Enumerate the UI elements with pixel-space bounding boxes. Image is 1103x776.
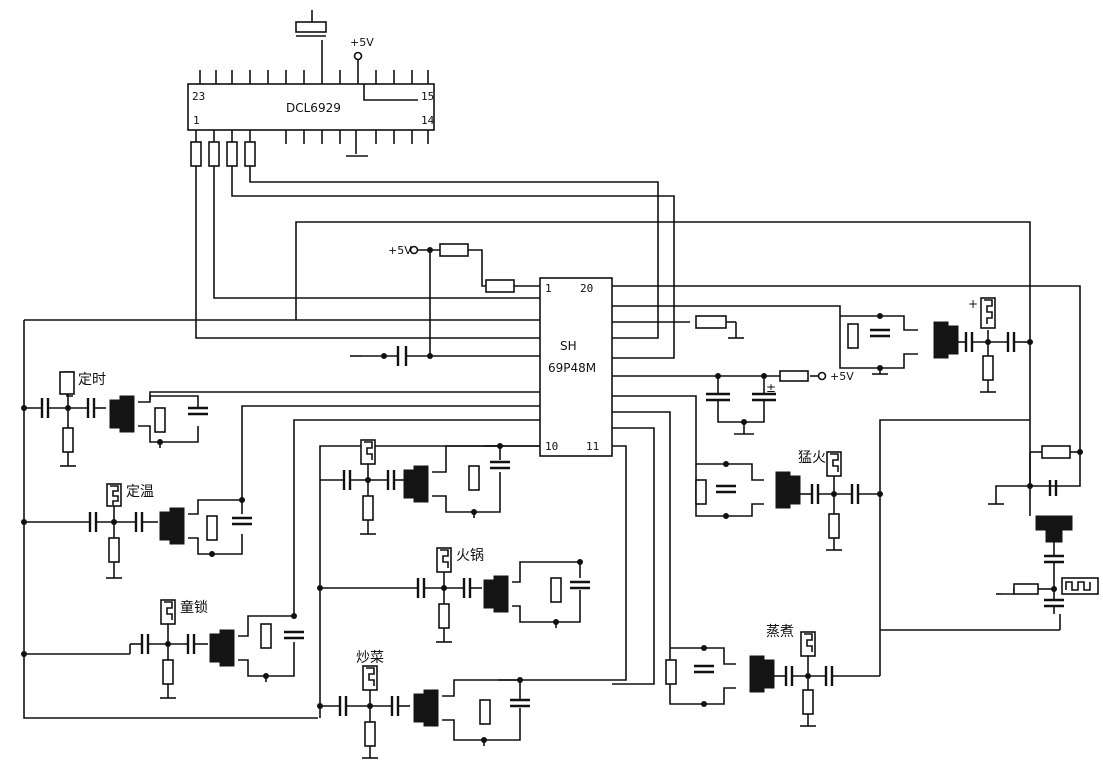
touch-channel-boost: 猛火: [695, 450, 883, 551]
dcl-pin-1: 1: [193, 114, 200, 127]
touch-channel-timing: 定时: [21, 371, 208, 467]
mcu-pin-20: 20: [580, 282, 593, 295]
dcl6929-chip: 23 1 15 14 DCL6929: [187, 70, 435, 157]
oscillator-section: [988, 445, 1099, 614]
vcc-right-network: +5V ±: [706, 370, 854, 435]
touch-channel-lock: 童锁: [21, 599, 304, 699]
touch-channel-stirfry: 炒菜: [317, 650, 530, 759]
mcu-pin-10: 10: [545, 440, 558, 453]
mcu-chip: 1 20 SH 69P48M 10 11: [539, 277, 613, 457]
label-lock: 童锁: [180, 599, 208, 616]
dcl-pin-15: 15: [421, 90, 434, 103]
vcc-left-label: +5V: [388, 244, 412, 257]
touch-channel-top-right: +: [839, 297, 1033, 393]
mcu-side-components: [695, 315, 727, 329]
touch-channel-center: [320, 439, 510, 535]
label-hotpot: 火锅: [456, 548, 484, 564]
label-temp: 定温: [126, 484, 154, 500]
crystal-component: [295, 10, 327, 84]
label-timing: 定时: [78, 372, 106, 388]
touch-channel-hotpot: 火锅: [317, 547, 590, 643]
touch-channel-temp: 定温: [21, 483, 252, 579]
vcc-right-label: +5V: [830, 370, 854, 383]
probe-plus-mark: +: [968, 297, 978, 311]
dcl-pin-23: 23: [192, 90, 205, 103]
mcu-name-line1: SH: [560, 339, 577, 353]
label-stirfry: 炒菜: [356, 650, 384, 666]
mcu-name-line2: 69P48M: [548, 361, 596, 375]
mcu-pin-11: 11: [586, 440, 599, 453]
touch-channel-steam: 蒸煮: [665, 624, 880, 727]
vcc-left-network: +5V: [350, 243, 540, 366]
cap-polarity-mark: ±: [766, 381, 776, 395]
mcu-pin-1: 1: [545, 282, 552, 295]
vcc-top: +5V: [350, 36, 374, 84]
label-steam: 蒸煮: [766, 624, 794, 640]
dcl-pin-14: 14: [421, 114, 435, 127]
dcl-chip-name: DCL6929: [286, 101, 341, 115]
vcc-top-label: +5V: [350, 36, 374, 49]
dcl-output-resistors: [190, 130, 256, 167]
label-boost: 猛火: [798, 450, 826, 466]
